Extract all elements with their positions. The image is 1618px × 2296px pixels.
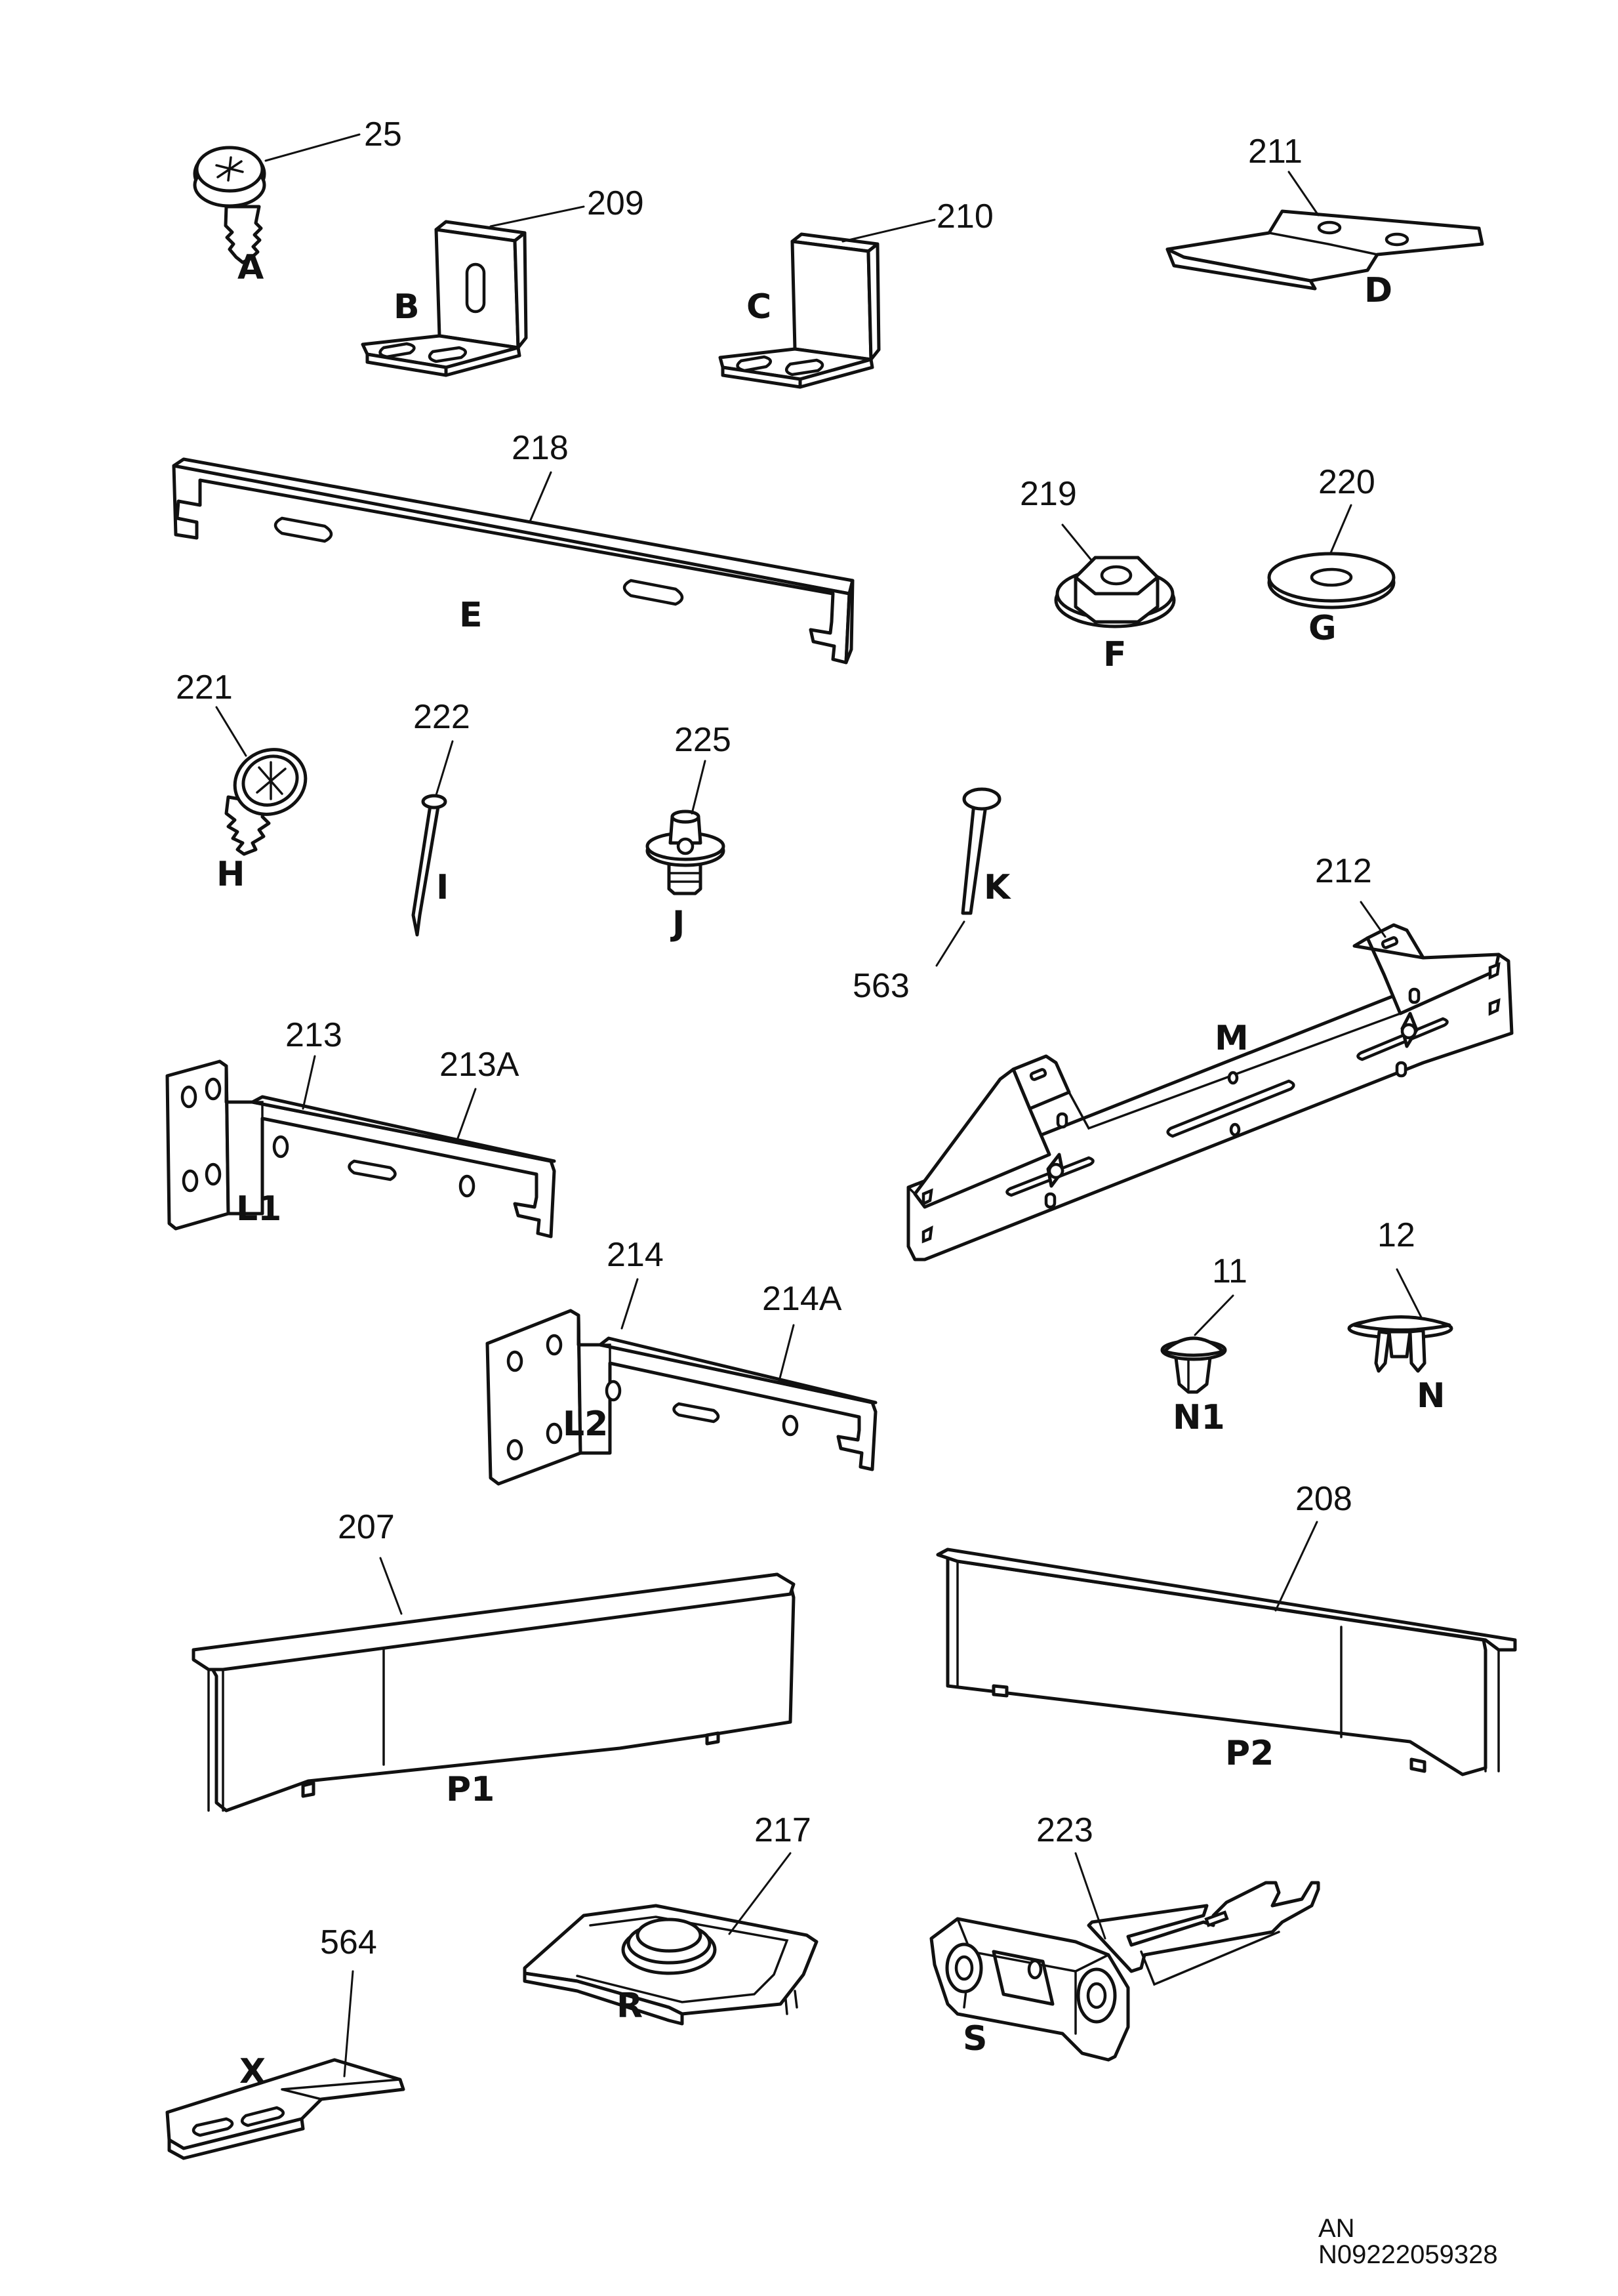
part-f-flange-nut: [1054, 556, 1176, 628]
callout-214a: 214A: [762, 1280, 842, 1318]
leader-220: [1329, 504, 1352, 556]
callout-25: 25: [364, 115, 402, 154]
part-k-long-pin: [961, 787, 1001, 915]
callout-222: 222: [413, 698, 470, 736]
callout-207: 207: [338, 1508, 395, 1546]
leader-25: [264, 133, 361, 162]
letter-n: N: [1417, 1376, 1446, 1416]
letter-k: K: [984, 868, 1011, 907]
letter-g: G: [1308, 609, 1337, 648]
callout-220: 220: [1318, 463, 1375, 501]
reference-code-line2: N09222059328: [1318, 2240, 1498, 2269]
part-j-stud-screw: [645, 810, 725, 895]
leader-214: [620, 1278, 639, 1330]
leader-222: [435, 740, 454, 796]
part-d-clip-plate: [1165, 209, 1484, 291]
callout-223: 223: [1036, 1811, 1093, 1849]
letter-s: S: [963, 2019, 987, 2059]
part-h-screw: [224, 748, 308, 856]
leader-563: [935, 920, 965, 967]
leader-219: [1061, 523, 1093, 562]
letter-x: X: [239, 2052, 266, 2091]
leader-225: [691, 760, 706, 815]
letter-r: R: [617, 1986, 643, 2026]
letter-c: C: [746, 287, 771, 327]
callout-225: 225: [674, 721, 731, 759]
part-e-flat-bar: [172, 457, 855, 665]
leader-207: [379, 1557, 403, 1615]
letter-l2: L2: [563, 1404, 608, 1444]
leader-213: [302, 1055, 316, 1110]
letter-p2: P2: [1225, 1734, 1274, 1773]
leader-223: [1074, 1852, 1106, 1940]
callout-11: 11: [1212, 1252, 1247, 1290]
leader-564: [343, 1970, 354, 2078]
part-b-angle-bracket: [361, 220, 528, 377]
callout-218: 218: [512, 429, 569, 467]
letter-e: E: [459, 596, 483, 635]
letter-j: J: [670, 904, 685, 943]
leader-211: [1287, 171, 1320, 216]
part-a-screw: [193, 146, 266, 264]
letter-b: B: [394, 287, 420, 327]
callout-214: 214: [607, 1236, 664, 1274]
letter-n1: N1: [1173, 1398, 1225, 1437]
callout-208: 208: [1295, 1480, 1352, 1518]
letter-h: H: [216, 855, 245, 894]
callout-564: 564: [320, 1923, 377, 1961]
letter-f: F: [1103, 635, 1127, 674]
part-x-flat-clip: [165, 2058, 405, 2160]
part-r-slide-pad: [523, 1904, 819, 2026]
callout-217: 217: [754, 1811, 811, 1849]
reference-code-line1: AN: [1318, 2214, 1355, 2243]
part-i-pin: [411, 794, 447, 937]
callout-210: 210: [937, 197, 994, 236]
leader-12: [1396, 1268, 1423, 1320]
letter-l1: L1: [236, 1189, 281, 1229]
letter-a: A: [237, 248, 264, 287]
callout-212: 212: [1315, 852, 1372, 890]
leader-208: [1274, 1521, 1318, 1612]
callout-219: 219: [1020, 475, 1077, 513]
callout-221: 221: [176, 668, 233, 707]
leader-209: [489, 205, 585, 228]
letter-m: M: [1215, 1019, 1249, 1058]
part-m-mounting-bar: [906, 923, 1514, 1261]
callout-213: 213: [285, 1016, 342, 1054]
part-s-hinge-guide: [929, 1881, 1320, 2062]
leader-11: [1194, 1294, 1234, 1336]
callout-563: 563: [853, 967, 910, 1005]
leader-221: [215, 706, 247, 757]
letter-i: I: [436, 868, 449, 907]
callout-209: 209: [587, 184, 644, 222]
leader-217: [728, 1852, 792, 1935]
part-p2-cover: [936, 1548, 1517, 1776]
part-l1-l-bracket: [165, 1059, 556, 1239]
callout-213a: 213A: [439, 1046, 519, 1084]
part-p1-cover: [192, 1572, 796, 1813]
callout-12: 12: [1377, 1216, 1415, 1254]
part-n1-plug: [1160, 1336, 1227, 1394]
letter-d: D: [1364, 271, 1392, 310]
letter-p1: P1: [446, 1770, 495, 1809]
leader-213a: [456, 1088, 477, 1139]
part-l2-l-bracket: [485, 1309, 878, 1486]
part-n-push-rivet: [1347, 1315, 1453, 1373]
callout-211: 211: [1248, 133, 1303, 171]
leader-214a: [778, 1324, 795, 1382]
leader-210: [841, 218, 936, 243]
leader-212: [1360, 901, 1386, 938]
part-g-washer: [1267, 552, 1396, 609]
leader-218: [529, 471, 552, 523]
part-c-angle-bracket: [718, 232, 881, 389]
